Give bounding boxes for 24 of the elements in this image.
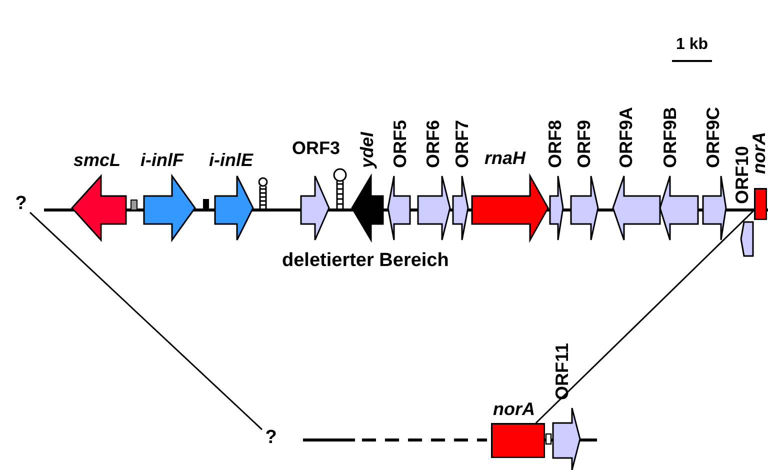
mapping-line	[535, 210, 755, 424]
scale-label: 1 kb	[676, 36, 708, 54]
mapping-line	[29, 212, 263, 430]
gene-name: ORF6	[424, 120, 442, 168]
gene-name: rnaH	[484, 148, 526, 168]
gene-name: ORF11	[553, 342, 571, 400]
gene-name: ORF10	[733, 146, 751, 204]
gene-name: i-inlF	[140, 150, 184, 170]
gene-name: ORF9A	[617, 106, 635, 168]
unknown-mark: ?	[262, 426, 280, 450]
gene-name: ORF3	[292, 138, 340, 158]
gene-name: smcL	[73, 150, 121, 170]
gene-name: ORF7	[453, 120, 471, 168]
gene-name: ORF5	[391, 120, 409, 168]
gene-name: ORF8	[546, 120, 564, 168]
gene-name: ORF9C	[704, 106, 722, 168]
gene-name: i-inlE	[209, 150, 253, 170]
gene-name: ORF9B	[661, 106, 679, 168]
gene-name: ydeI	[358, 132, 376, 168]
gene-name: ORF9	[575, 120, 593, 168]
unknown-mark: ?	[12, 192, 30, 216]
gene-name: norA	[750, 132, 768, 174]
gene-name: norA	[493, 399, 535, 419]
region-label: deletierter Bereich	[282, 250, 449, 272]
